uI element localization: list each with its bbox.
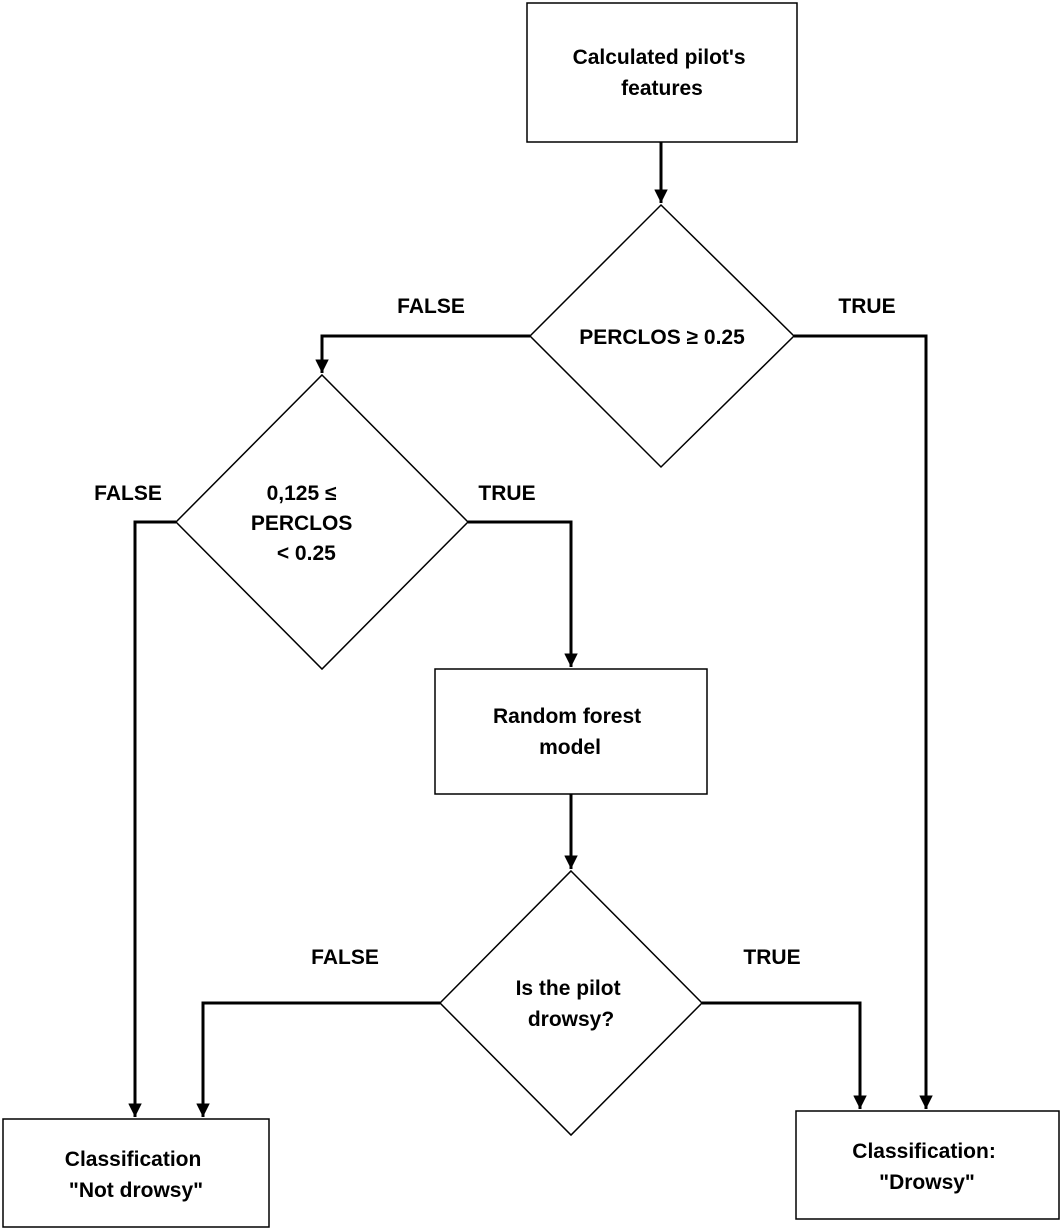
decision-perclos-mid-line-3: < 0.25 — [271, 542, 336, 565]
edge-perclos-mid-true — [468, 520, 578, 667]
result-not-drowsy-line-2: "Not drowsy" — [69, 1179, 203, 1202]
decision-drowsy-line-2: drowsy? — [528, 1008, 614, 1031]
edge-perclos-high-false — [315, 334, 530, 373]
result-drowsy-box: Classification: "Drowsy" — [795, 1110, 1060, 1220]
result-not-drowsy-line-1: Classification — [65, 1148, 202, 1171]
svg-text:Classification "Not drow: Classification "Not drowsy" — [65, 1148, 207, 1202]
edge-perclos-high-true — [794, 334, 933, 1109]
svg-text:Classification: "Drowsy": Classification: "Drowsy" — [852, 1140, 1001, 1194]
edge-label-perclos-high-false: FALSE — [397, 295, 465, 318]
result-not-drowsy-box: Classification "Not drowsy" — [2, 1118, 270, 1228]
svg-text:Is the pilot drowsy?: Is the pilot drowsy? — [516, 977, 627, 1031]
edge-drowsy-true — [702, 1001, 867, 1109]
svg-text:Calculated pilot's featu: Calculated pilot's features — [573, 46, 752, 100]
edge-label-perclos-high-true: TRUE — [838, 295, 895, 318]
decision-drowsy-line-1: Is the pilot — [516, 977, 621, 1000]
decision-perclos-mid-line-1: 0,125 ≤ — [267, 482, 337, 505]
edge-label-perclos-mid-true: TRUE — [478, 482, 535, 505]
decision-drowsy: Is the pilot drowsy? — [438, 869, 704, 1137]
start-line-2: features — [621, 77, 703, 100]
decision-perclos-mid: 0,125 ≤ PERCLOS < 0.25 — [0, 0, 470, 671]
svg-text:0,125 ≤ PERCLOS <: 0,125 ≤ PERCLOS < 0.25 — [0, 0, 393, 565]
result-drowsy-line-1: Classification: — [852, 1140, 996, 1163]
edge-label-perclos-mid-false: FALSE — [94, 482, 162, 505]
result-drowsy-line-2: "Drowsy" — [879, 1171, 975, 1194]
random-forest-line-1: Random forest — [493, 705, 641, 728]
start-line-1: Calculated pilot's — [573, 46, 746, 69]
edge-label-drowsy-false: FALSE — [311, 946, 379, 969]
decision-perclos-high: PERCLOS ≥ 0.25 — [528, 203, 796, 469]
svg-text:PERCLOS ≥ 0.25: PERCLOS ≥ 0.25 — [579, 326, 745, 349]
random-forest-box: Random forest model — [434, 668, 708, 795]
decision-perclos-mid-line-2: PERCLOS — [251, 512, 353, 535]
edge-label-drowsy-true: TRUE — [743, 946, 800, 969]
edge-drowsy-false — [196, 1001, 440, 1117]
svg-text:Random forest model: Random forest model — [493, 705, 647, 759]
start-box: Calculated pilot's features — [526, 2, 798, 143]
decision-perclos-high-label: PERCLOS ≥ 0.25 — [579, 326, 745, 349]
random-forest-line-2: model — [539, 736, 601, 759]
edge-perclos-mid-false — [128, 520, 176, 1117]
